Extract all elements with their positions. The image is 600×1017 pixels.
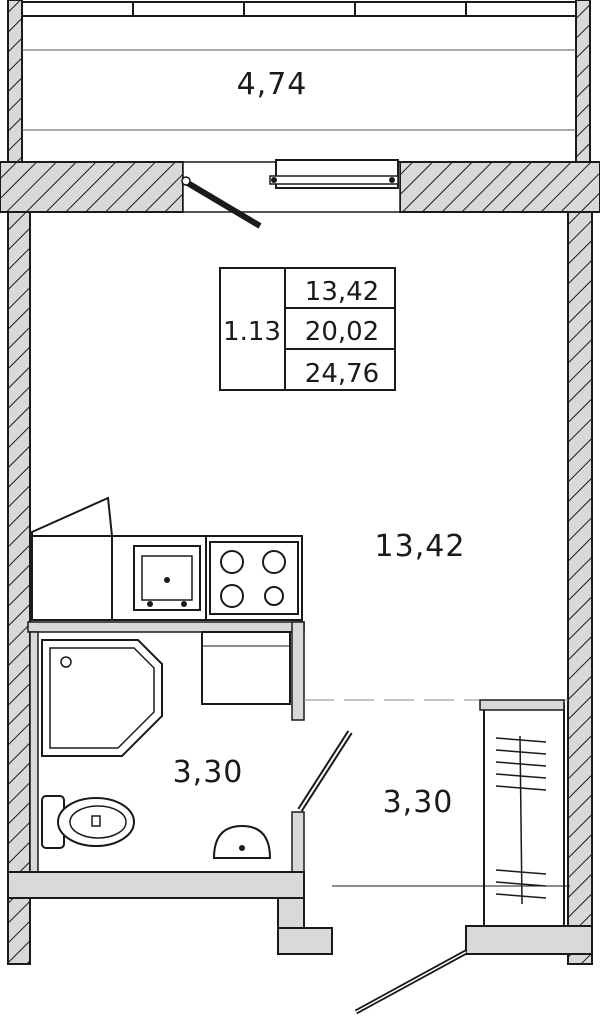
total-area-value: 20,02 <box>305 317 379 347</box>
hallway-area-label: 3,30 <box>383 785 454 820</box>
kitchen <box>31 496 303 621</box>
top-wall <box>0 159 600 229</box>
side-walls <box>7 211 593 965</box>
living-area-value: 13,42 <box>305 277 379 307</box>
washbasin <box>212 824 272 859</box>
balcony-area-label: 4,74 <box>237 67 308 102</box>
area-table: 1.13 13,42 20,02 24,76 <box>219 267 396 391</box>
toilet <box>41 795 135 849</box>
total-with-balcony-value: 24,76 <box>305 359 379 389</box>
unit-number: 1.13 <box>223 317 281 347</box>
shower <box>41 639 163 757</box>
wardrobe <box>479 699 565 927</box>
cabinet <box>201 631 291 705</box>
bottom-walls <box>7 871 593 955</box>
balcony-door <box>184 179 262 229</box>
balcony: 4,74 <box>7 0 591 163</box>
main-room-area-label: 13,42 <box>375 529 466 564</box>
bathroom-area-label: 3,30 <box>173 755 244 790</box>
